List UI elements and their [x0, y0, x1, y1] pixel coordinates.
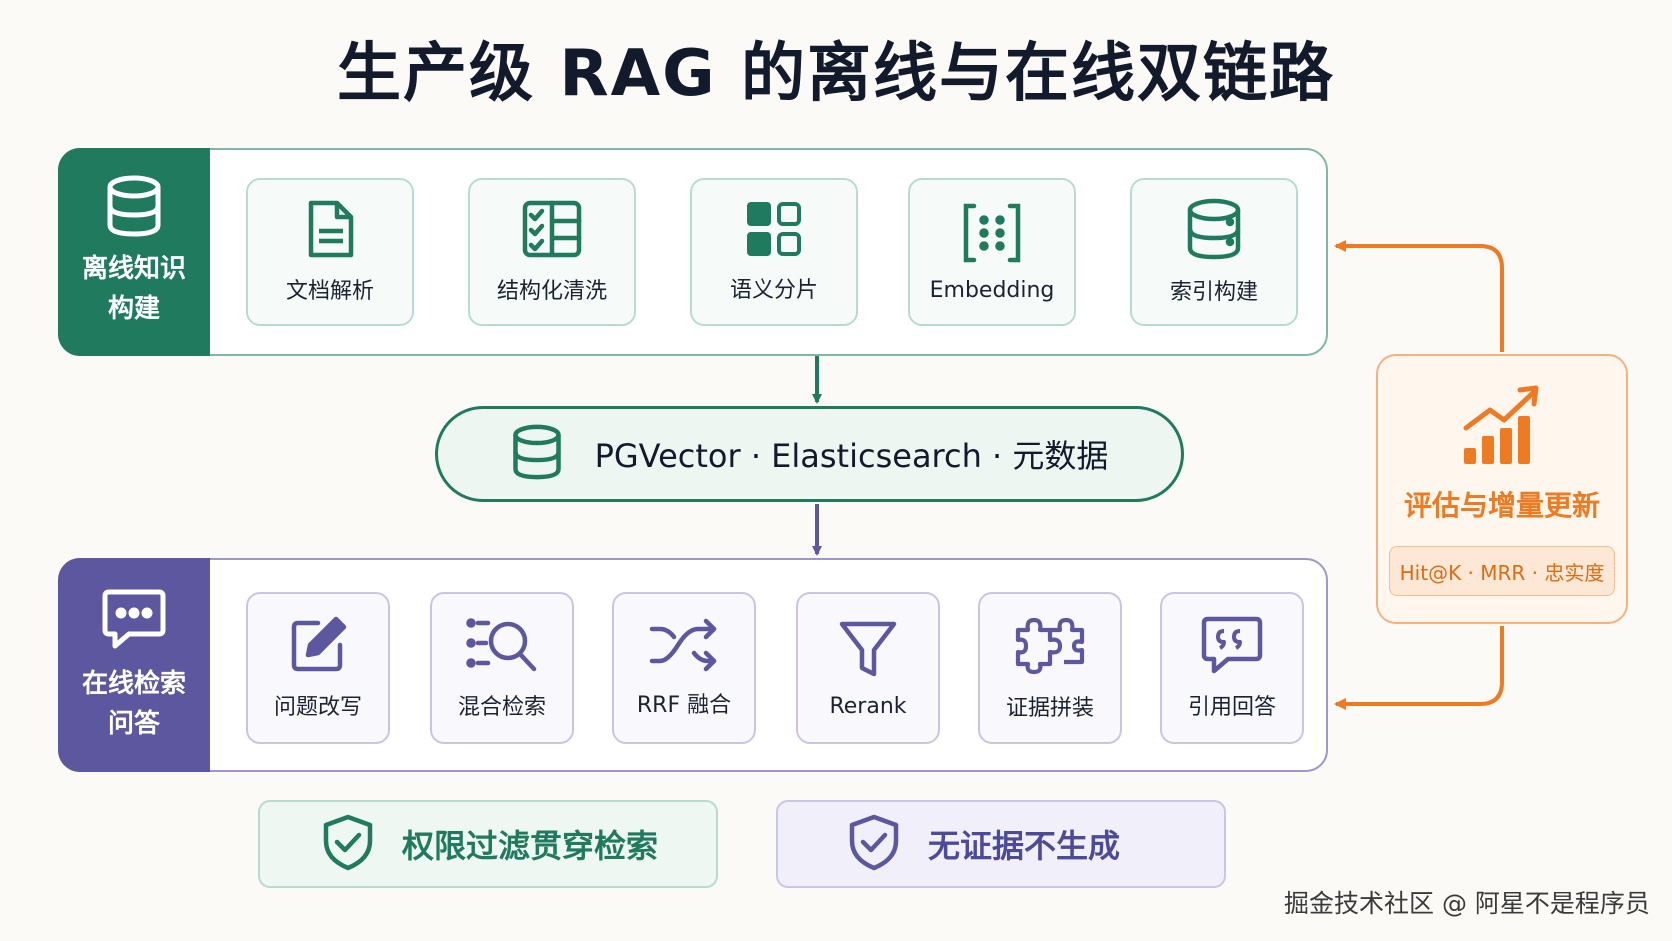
online-pipeline: 在线检索问答 问题改写 混合检索 [58, 558, 1328, 772]
guard-label: 权限过滤贯穿检索 [402, 827, 659, 865]
chat-bubble-icon [101, 586, 167, 656]
step-rrf-fusion: RRF 融合 [612, 592, 756, 744]
edit-icon [288, 615, 348, 675]
watermark: 掘金技术社区 @ 阿星不是程序员 [1284, 889, 1650, 918]
step-label: Embedding [929, 277, 1055, 303]
step-label: 结构化清洗 [496, 279, 607, 304]
search-list-icon [466, 615, 538, 675]
step-label: 语义分片 [729, 278, 818, 303]
step-label: Rerank [829, 693, 907, 719]
growth-chart-icon [1460, 384, 1544, 470]
vector-store: PGVector · Elasticsearch · 元数据 [435, 406, 1184, 502]
step-index-building: 索引构建 [1130, 178, 1298, 326]
guard-permission-filter: 权限过滤贯穿检索 [258, 800, 718, 888]
database-icon [511, 424, 563, 484]
online-section-label: 在线检索问答 [81, 669, 186, 739]
page-title: 生产级 RAG 的离线与在线双链路 [337, 37, 1335, 111]
feedback-arrow-offline [1334, 240, 1504, 352]
step-semantic-chunking: 语义分片 [690, 178, 858, 326]
step-document-parsing: 文档解析 [246, 178, 414, 326]
offline-side-panel: 离线知识构建 [58, 148, 210, 356]
step-hybrid-search: 混合检索 [430, 592, 574, 744]
step-label: 文档解析 [285, 279, 374, 304]
feedback-arrow-online [1334, 626, 1504, 710]
database-icon [1185, 198, 1243, 260]
shuffle-icon [648, 617, 720, 673]
step-label: 索引构建 [1169, 280, 1258, 305]
offline-section-label: 离线知识构建 [81, 254, 186, 324]
step-cited-answer: 引用回答 [1160, 592, 1304, 744]
step-label: 引用回答 [1187, 695, 1276, 720]
shield-check-icon [848, 813, 900, 875]
guard-label: 无证据不生成 [928, 827, 1121, 865]
step-label: 证据拼装 [1005, 696, 1094, 721]
shield-check-icon [322, 813, 374, 875]
puzzle-icon [1014, 614, 1086, 676]
step-label: 问题改写 [273, 695, 362, 720]
vector-brackets-icon [960, 202, 1024, 264]
document-icon [305, 199, 355, 259]
offline-pipeline: 离线知识构建 文档解析 结构化清洗 [58, 148, 1328, 356]
step-rerank: Rerank [796, 592, 940, 744]
evaluation-metrics: Hit@K · MRR · 忠实度 [1389, 546, 1615, 596]
quote-bubble-icon [1200, 615, 1264, 675]
vector-store-label: PGVector · Elasticsearch · 元数据 [594, 437, 1109, 475]
table-checklist-icon [521, 199, 583, 259]
step-label: RRF 融合 [636, 693, 732, 718]
database-icon [105, 175, 163, 241]
step-evidence-assembly: 证据拼装 [978, 592, 1122, 744]
online-side-panel: 在线检索问答 [58, 558, 210, 772]
step-label: 混合检索 [457, 695, 546, 720]
step-structured-cleaning: 结构化清洗 [468, 178, 636, 326]
step-embedding: Embedding [908, 178, 1076, 326]
evaluation-panel: 评估与增量更新 Hit@K · MRR · 忠实度 [1376, 354, 1628, 624]
step-query-rewrite: 问题改写 [246, 592, 390, 744]
filter-icon [838, 618, 898, 680]
evaluation-title: 评估与增量更新 [1403, 489, 1600, 522]
grid-blocks-icon [745, 200, 803, 258]
guard-no-evidence: 无证据不生成 [776, 800, 1226, 888]
